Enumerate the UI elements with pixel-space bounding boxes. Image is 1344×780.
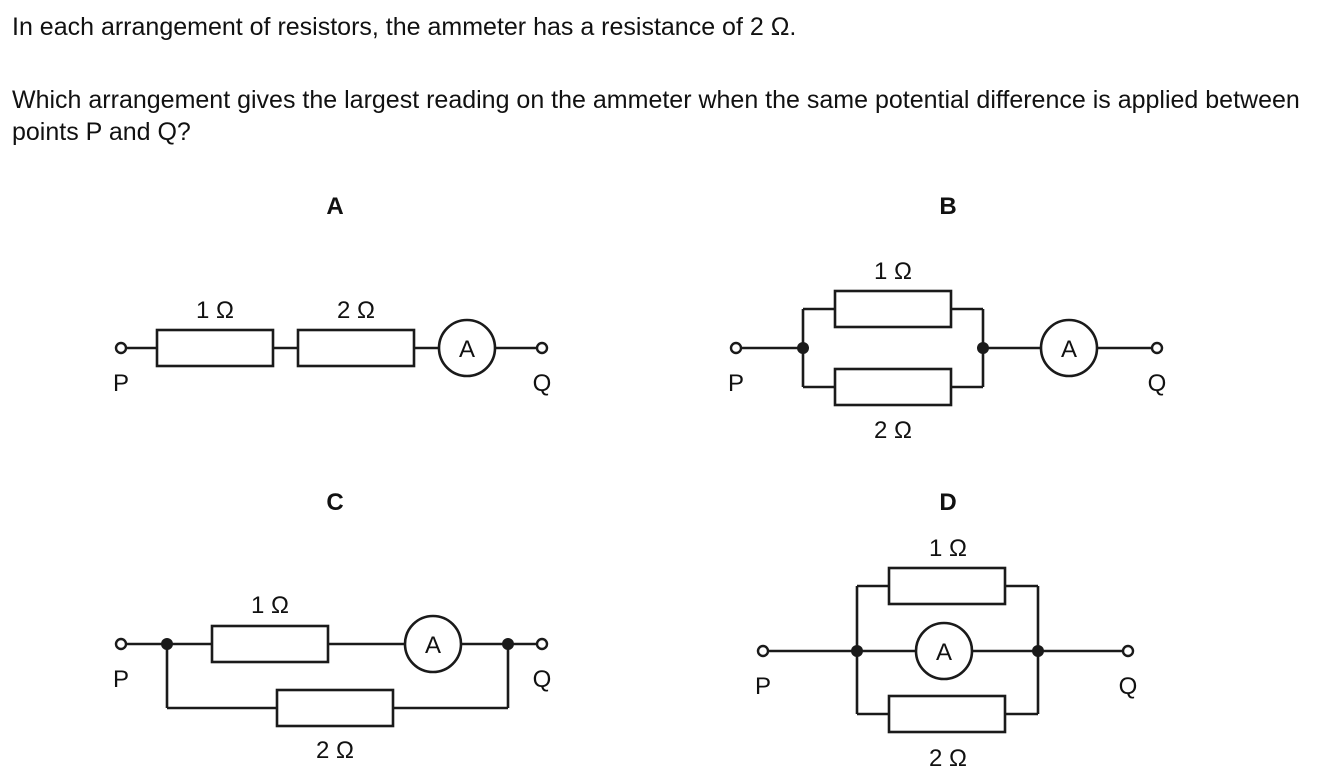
circuit-a: A 1 Ω 2 Ω A P Q	[113, 193, 551, 397]
resistor-1-ohm	[833, 289, 953, 329]
point-q-label: Q	[533, 370, 552, 397]
resistor-2-ohm	[275, 688, 395, 728]
junction-dot	[797, 342, 809, 354]
terminal-q	[1121, 644, 1135, 658]
resistor-1-label: 1 Ω	[929, 535, 967, 562]
question-line-2: Which arrangement gives the largest read…	[12, 86, 1300, 146]
ammeter-label: A	[459, 336, 475, 363]
resistor-2-ohm	[887, 694, 1007, 734]
point-q-label: Q	[1148, 370, 1167, 397]
ammeter-label: A	[425, 632, 441, 659]
point-q-label: Q	[533, 666, 552, 693]
resistor-1-label: 1 Ω	[874, 258, 912, 285]
option-a-label: A	[326, 193, 343, 220]
terminal-p	[729, 341, 743, 355]
terminal-p	[756, 644, 770, 658]
point-p-label: P	[113, 666, 129, 693]
question-line-1: In each arrangement of resistors, the am…	[12, 13, 797, 41]
ammeter-label: A	[1061, 336, 1077, 363]
option-b-label: B	[939, 193, 956, 220]
ammeter-label: A	[936, 639, 952, 666]
junction-dot	[977, 342, 989, 354]
resistor-2-ohm	[833, 367, 953, 407]
terminal-p	[114, 341, 128, 355]
resistor-1-label: 1 Ω	[196, 297, 234, 324]
resistor-2-label: 2 Ω	[337, 297, 375, 324]
resistor-2-label: 2 Ω	[874, 417, 912, 444]
junction-dot	[1032, 645, 1044, 657]
circuit-c: C 1 Ω 2 Ω A P Q	[113, 489, 551, 764]
junction-dot	[851, 645, 863, 657]
resistor-1-ohm	[887, 566, 1007, 606]
point-q-label: Q	[1119, 673, 1138, 700]
resistor-1-ohm	[210, 624, 330, 664]
circuit-b: B 1 Ω 2 Ω A P Q	[728, 193, 1166, 444]
resistor-1-label: 1 Ω	[251, 592, 289, 619]
resistor-2-label: 2 Ω	[929, 745, 967, 772]
option-c-label: C	[326, 489, 343, 516]
terminal-q	[535, 341, 549, 355]
terminal-q	[535, 637, 549, 651]
point-p-label: P	[728, 370, 744, 397]
resistor-2-label: 2 Ω	[316, 737, 354, 764]
option-d-label: D	[939, 489, 956, 516]
point-p-label: P	[755, 673, 771, 700]
junction-dot	[502, 638, 514, 650]
terminal-p	[114, 637, 128, 651]
circuit-d: D 1 Ω 2 Ω A P Q	[755, 489, 1137, 772]
resistor-1-ohm	[155, 328, 275, 368]
terminal-q	[1150, 341, 1164, 355]
resistor-2-ohm	[296, 328, 416, 368]
point-p-label: P	[113, 370, 129, 397]
junction-dot	[161, 638, 173, 650]
